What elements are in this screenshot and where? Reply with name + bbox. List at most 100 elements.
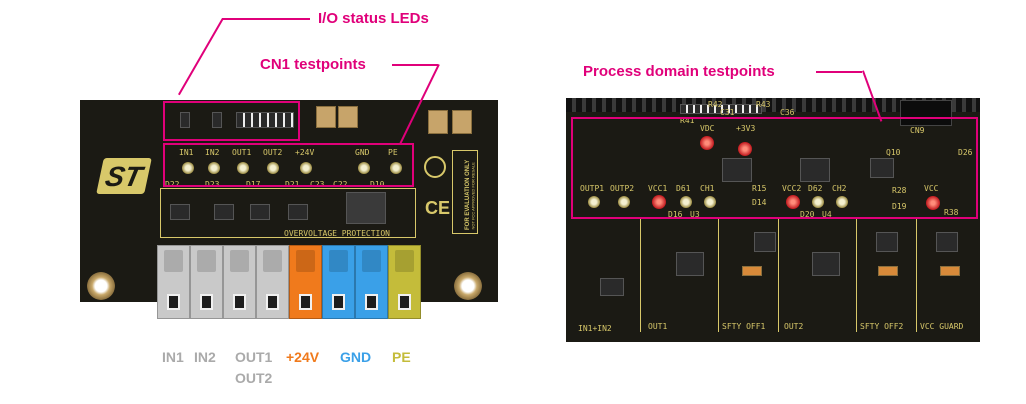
ic-u3 (722, 158, 752, 182)
callout-cn1-testpoints: CN1 testpoints (260, 56, 366, 73)
cn1-testpoint-in2 (208, 162, 220, 174)
cn1-label-in1: IN1 (179, 148, 194, 157)
label-r15: R15 (752, 184, 767, 193)
terminal-out2 (256, 245, 289, 319)
ic-sfty-off2 (876, 232, 898, 252)
connector-label-gnd: GND (340, 349, 372, 365)
hv-warning-icon (424, 156, 446, 178)
label-r28: R28 (892, 186, 907, 195)
io-leds-highlight (163, 101, 300, 141)
ic-sfty-off1 (754, 232, 776, 252)
cn1-label-out1: OUT1 (232, 148, 252, 157)
callout-process-line-h (816, 71, 862, 73)
cn1-testpoint-in1 (182, 162, 194, 174)
ic-vcc-guard (936, 232, 958, 252)
v3v3-led (738, 142, 752, 156)
label-d62: D62 (808, 184, 823, 193)
eval-only-subtext: NOT FCC APPROVED FOR RESALE (470, 162, 476, 230)
section-divider-2 (718, 218, 719, 332)
cn1-label-out2: OUT2 (263, 148, 283, 157)
section-label-vcc-guard: VCC GUARD (920, 322, 964, 331)
label-outp1: OUTP1 (580, 184, 605, 193)
testpoint-ch1 (704, 196, 716, 208)
label-d19: D19 (892, 202, 907, 211)
tvs-diode-2 (214, 204, 234, 220)
terminal-out1 (223, 245, 256, 319)
section-label-out2: OUT2 (784, 322, 804, 331)
label-ch2: CH2 (832, 184, 847, 193)
protection-ic (346, 192, 386, 224)
callout-io-status-leds: I/O status LEDs (318, 10, 429, 27)
testpoint-d62 (812, 196, 824, 208)
eval-only-box: FOR EVALUATION ONLY NOT FCC APPROVED FOR… (452, 150, 478, 234)
vcc1-led (652, 195, 666, 209)
label-d23: D23 (205, 180, 220, 189)
right-mounting-hole-icon (454, 272, 482, 300)
ic-u2 (600, 278, 624, 296)
connector-label-pe: PE (392, 349, 411, 365)
label-r42: R42 (708, 100, 723, 109)
label-d20: D20 (800, 210, 815, 219)
label-r41: R41 (680, 116, 695, 125)
connector-label-24v: +24V (286, 349, 320, 365)
label-d61: D61 (676, 184, 691, 193)
cn1-label-24v: +24V (295, 148, 315, 157)
fuse-1 (742, 266, 762, 276)
cn1-testpoint-out2 (267, 162, 279, 174)
label-vcc1: VCC1 (648, 184, 668, 193)
label-vdc: VDC (700, 124, 715, 133)
cn1-label-gnd: GND (355, 148, 370, 157)
label-c22: C22 (333, 180, 348, 189)
label-r43: R43 (756, 100, 771, 109)
label-u3: U3 (690, 210, 700, 219)
cn9-connector (900, 100, 952, 126)
cn1-label-pe: PE (388, 148, 398, 157)
ic-out1-driver (676, 252, 704, 276)
label-3v3: +3V3 (736, 124, 756, 133)
label-outp2: OUTP2 (610, 184, 635, 193)
cn1-testpoint-gnd (358, 162, 370, 174)
led-resistor-array (236, 112, 294, 128)
terminal-gnd-1 (322, 245, 355, 319)
vcc2-led (786, 195, 800, 209)
label-vcc: VCC (924, 184, 939, 193)
ic-out2-driver (812, 252, 840, 276)
label-c36: C36 (780, 108, 795, 117)
label-d26: D26 (958, 148, 973, 157)
terminal-pe (388, 245, 421, 319)
cn1-testpoint-24v (300, 162, 312, 174)
label-q10: Q10 (886, 148, 901, 157)
callout-io-line-h (222, 18, 310, 20)
cn1-testpoint-out1 (237, 162, 249, 174)
label-r38: R38 (944, 208, 959, 217)
capacitor-c28b (428, 110, 448, 134)
callout-cn1-line-h (392, 64, 438, 66)
label-ch1: CH1 (700, 184, 715, 193)
capacitor-c27 (316, 106, 336, 128)
connector-label-out2: OUT2 (235, 370, 273, 386)
connector-label-in1: IN1 (162, 349, 184, 365)
label-d22: D22 (165, 180, 180, 189)
connector-label-out1: OUT1 (235, 349, 273, 365)
label-u4: U4 (822, 210, 832, 219)
section-divider-1 (640, 218, 641, 332)
cn1-label-in2: IN2 (205, 148, 220, 157)
process-testpoints-highlight (571, 117, 978, 219)
label-c23: C23 (310, 180, 325, 189)
testpoint-outp2 (618, 196, 630, 208)
terminal-in2 (190, 245, 223, 319)
section-divider-4 (856, 218, 857, 332)
label-vcc2: VCC2 (782, 184, 802, 193)
section-divider-3 (778, 218, 779, 332)
section-divider-5 (916, 218, 917, 332)
label-d16: D16 (668, 210, 683, 219)
cn1-testpoints-highlight (163, 143, 414, 187)
vcc-led (926, 196, 940, 210)
label-d10: D10 (370, 180, 385, 189)
ic-q10 (870, 158, 894, 178)
vdc-led (700, 136, 714, 150)
fuse-3 (940, 266, 960, 276)
overvoltage-outline (160, 188, 416, 238)
section-label-sfty-off1: SFTY OFF1 (722, 322, 766, 331)
tvs-diode-4 (288, 204, 308, 220)
